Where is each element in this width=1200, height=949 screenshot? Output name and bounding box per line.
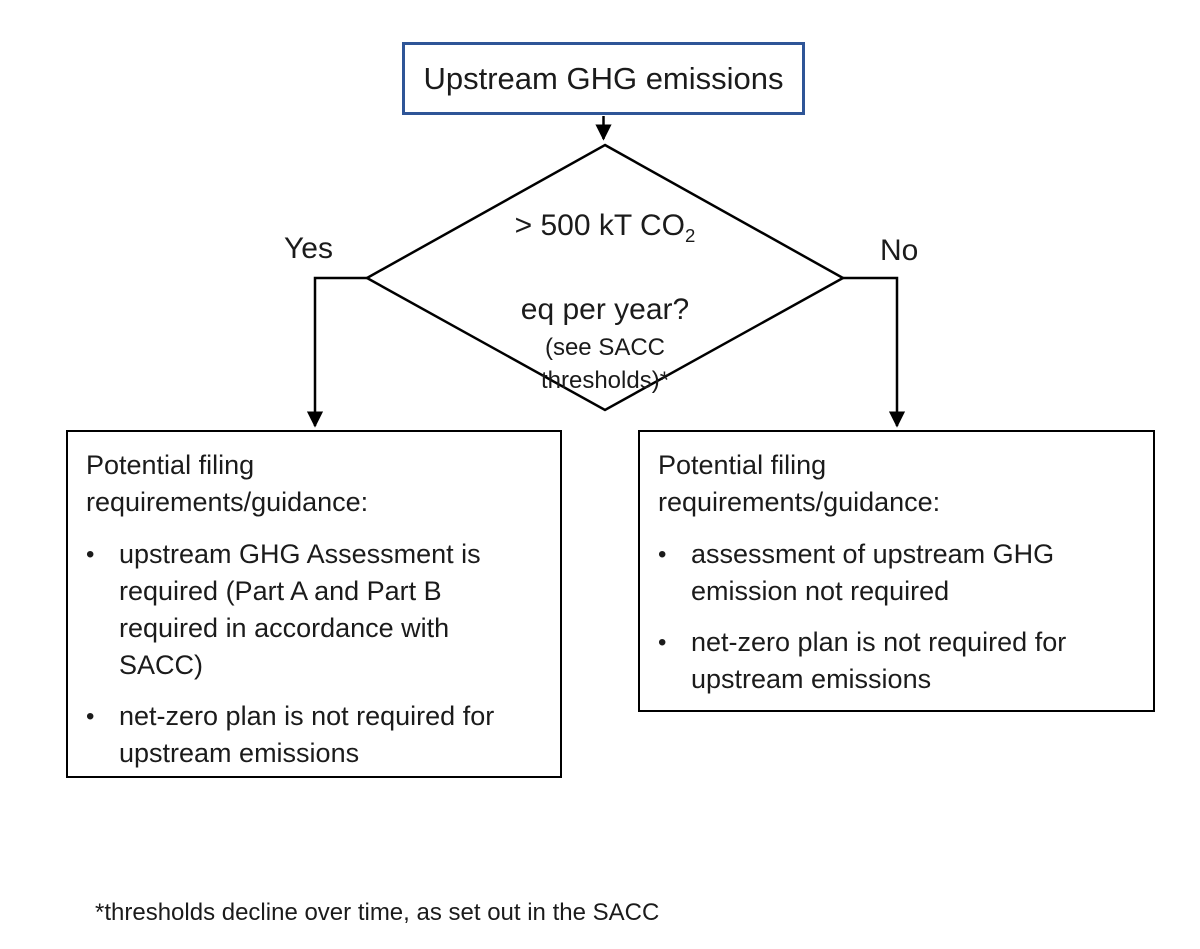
outcome-no-bullet-1: assessment of upstream GHG emission not … bbox=[691, 539, 1055, 606]
decision-diamond-shape bbox=[364, 143, 846, 412]
arrow-no-branch bbox=[843, 276, 906, 428]
list-item: • net-zero plan is not required for upst… bbox=[86, 698, 522, 772]
bullet-icon: • bbox=[86, 541, 95, 568]
outcome-yes-bullet-list: • upstream GHG Assessment is required (P… bbox=[86, 536, 522, 772]
outcome-box-yes: Potential filing requirements/guidance: … bbox=[66, 430, 562, 778]
outcome-no-bullet-2: net-zero plan is not required for upstre… bbox=[691, 627, 1067, 694]
footnote: *thresholds decline over time, as set ou… bbox=[95, 899, 660, 926]
list-item: • net-zero plan is not required for upst… bbox=[658, 624, 1115, 698]
outcome-yes-bullet-1: upstream GHG Assessment is required (Par… bbox=[119, 539, 481, 680]
decision-line1: > 500 kT CO bbox=[514, 209, 686, 242]
decision-note: (see SACC thresholds)* bbox=[540, 334, 670, 394]
list-item: • upstream GHG Assessment is required (P… bbox=[86, 536, 522, 684]
bullet-icon: • bbox=[658, 541, 667, 568]
outcome-no-heading: Potential filing requirements/guidance: bbox=[658, 450, 941, 517]
decision-line2: eq per year? bbox=[520, 293, 690, 326]
start-node: Upstream GHG emissions bbox=[402, 42, 805, 115]
bullet-icon: • bbox=[658, 629, 667, 656]
outcome-yes-bullet-2: net-zero plan is not required for upstre… bbox=[119, 701, 495, 768]
outcome-yes-heading: Potential filing requirements/guidance: bbox=[86, 450, 369, 517]
list-item: • assessment of upstream GHG emission no… bbox=[658, 536, 1115, 610]
decision-line1-subscript: 2 bbox=[685, 225, 696, 246]
branch-label-yes: Yes bbox=[284, 232, 333, 265]
decision-question: > 500 kT CO2 eq per year? bbox=[455, 205, 755, 331]
decision-node: > 500 kT CO2 eq per year? (see SACC thre… bbox=[455, 205, 755, 397]
bullet-icon: • bbox=[86, 703, 95, 730]
outcome-no-bullet-list: • assessment of upstream GHG emission no… bbox=[658, 536, 1115, 698]
start-node-label: Upstream GHG emissions bbox=[423, 60, 784, 96]
branch-label-no: No bbox=[880, 234, 919, 267]
arrow-yes-branch bbox=[306, 276, 367, 428]
outcome-box-no: Potential filing requirements/guidance: … bbox=[638, 430, 1155, 712]
